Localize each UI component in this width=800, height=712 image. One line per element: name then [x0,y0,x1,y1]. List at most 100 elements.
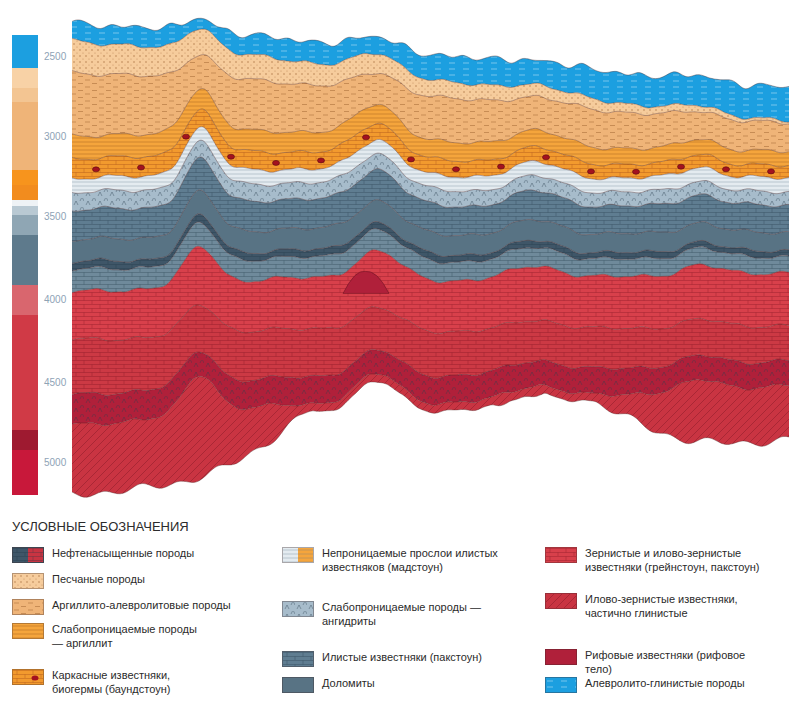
legend-swatch [282,677,314,693]
legend-label: Непроницаемые прослои илистых известняко… [322,546,507,574]
layer-boundary [72,305,789,341]
legend-label: Илистые известняки (пакстоун) [322,650,507,664]
legend-swatch [282,601,314,617]
legend-label: Нефтенасыщенные породы [52,546,232,560]
layer-boundary [72,55,789,125]
legend-swatch [12,669,44,685]
depth-column [12,35,38,495]
depth-segment [12,315,38,430]
legend-label: Слабопроницаемые породы — аргиллит [52,622,202,650]
biogerm-nodule [363,135,370,140]
depth-segment [12,68,38,88]
swatch-texture [546,594,576,608]
depth-segment [12,88,38,102]
rock-layers [72,18,789,497]
biogerm-nodule [138,165,145,170]
depth-label: 3000 [44,131,66,143]
legend-label: Алевролито-глинистые породы [585,676,760,690]
swatch-texture [13,670,43,684]
swatch-texture [546,650,576,664]
swatch-texture [283,548,313,562]
biogerm-nodule [543,155,550,160]
depth-segment [12,200,38,206]
biogerm-nodule [633,169,640,174]
biogerm-nodule [318,158,325,163]
legend-label: Рифовые известняки (рифовое тело) [585,648,760,676]
swatch-texture [13,548,43,562]
depth-segment [12,102,38,170]
legend-item: Илово-зернистые известняки, частично гли… [545,592,760,620]
depth-segment [12,215,38,235]
legend-label: Слабопроницаемые породы — ангидриты [322,600,507,628]
legend-swatch [12,547,44,563]
layer-boundary [72,157,789,211]
depth-segment [12,235,38,285]
rock-texture [72,157,789,241]
legend-label: Доломиты [322,676,507,690]
layer-boundary [72,140,789,194]
biogerm-nodule [588,169,595,174]
legend-swatch [12,623,44,639]
depth-segment [12,170,38,185]
legend-item: Аргиллито-алевролитовые породы [12,598,232,615]
legend-swatch [545,677,577,693]
legend-item: Каркасные известняки, биогермы (баундсто… [12,668,222,696]
legend-label: Зернистые и илово-зернистые известняки (… [585,546,760,574]
legend-swatch [12,573,44,589]
legend-label: Илово-зернистые известняки, частично гли… [585,592,760,620]
swatch-texture [546,548,576,562]
layer-boundary [72,18,789,89]
legend-item: Алевролито-глинистые породы [545,676,760,693]
depth-label: 5000 [44,457,66,469]
legend-swatch [282,651,314,667]
biogerm-nodule [678,164,685,169]
legend-swatch [545,547,577,563]
swatch-texture [283,652,313,666]
biogerm-nodule [768,169,775,174]
legend-swatch [282,547,314,563]
layer-boundary [72,214,789,263]
legend-item: Илистые известняки (пакстоун) [282,650,507,667]
biogerm-nodule [408,157,415,162]
depth-segment [12,35,38,68]
depth-segment [12,185,38,200]
swatch-texture [546,678,576,692]
depth-segment [12,450,38,495]
legend-item: Нефтенасыщенные породы [12,546,232,563]
legend-item: Доломиты [282,676,507,693]
legend-item: Непроницаемые прослои илистых известняко… [282,546,507,574]
biogerm-nodule [93,167,100,172]
layer-boundary [72,89,789,153]
swatch-texture [283,678,313,692]
biogerm-nodule [183,134,190,139]
biogerm-nodule [453,167,460,172]
legend-label: Аргиллито-алевролитовые породы [52,598,232,612]
depth-label: 4500 [44,377,66,389]
legend-swatch [12,599,44,615]
reef-body [343,271,389,293]
depth-label: 3500 [44,211,66,223]
layer-boundary [72,382,789,497]
biogerm-nodule [273,160,280,165]
depth-segment [12,206,38,215]
legend-swatch [545,593,577,609]
legend-label: Песчаные породы [52,572,232,586]
biogerm-nodule [228,154,235,159]
layer-boundary [72,222,789,271]
depth-segment [12,430,38,450]
depth-segment [12,285,38,315]
legend-item: Слабопроницаемые породы — ангидриты [282,600,507,628]
legend-swatch [545,649,577,665]
legend-item: Песчаные породы [12,572,232,589]
swatch-texture [283,602,313,616]
depth-label: 2500 [44,51,66,63]
swatch-texture [13,574,43,588]
legend-item: Слабопроницаемые породы — аргиллит [12,622,202,650]
layer-boundary [72,246,789,293]
biogerm-nodule [723,167,730,172]
layer-boundary [72,190,789,241]
swatch-texture [13,624,43,638]
legend-item: Зернистые и илово-зернистые известняки (… [545,546,760,574]
biogerm-nodule [498,164,505,169]
rock-texture [72,374,789,497]
